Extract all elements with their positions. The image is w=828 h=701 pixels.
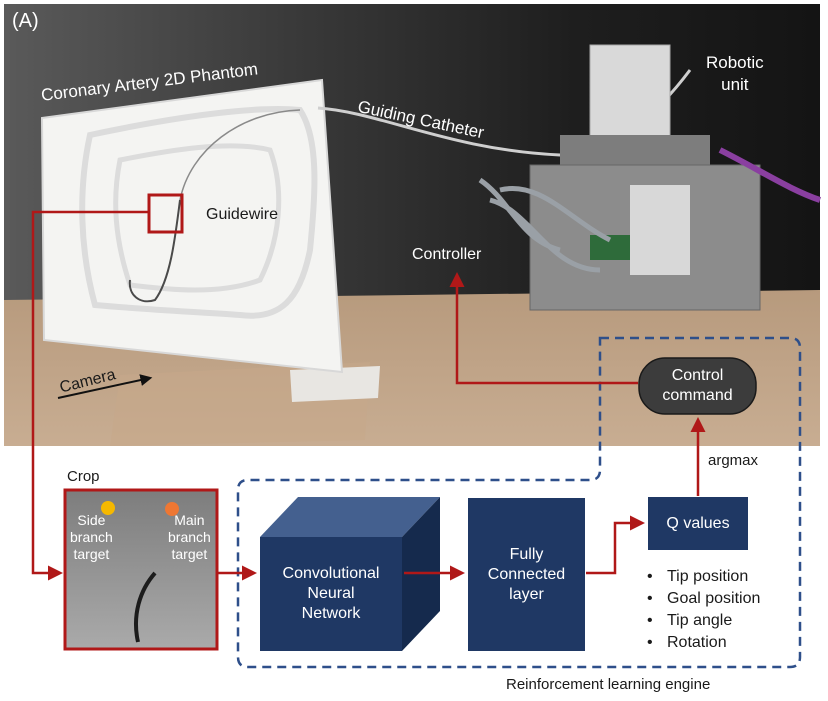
side-branch-target-dot — [101, 501, 115, 515]
flow-arrows — [31, 210, 706, 581]
argmax-label: argmax — [708, 452, 759, 469]
crop-image — [63, 488, 219, 651]
camera-direction-arrow — [57, 374, 153, 399]
fc-to-q-arrow — [586, 515, 645, 575]
q-values-box — [648, 497, 748, 550]
state-item: Goal position — [643, 588, 760, 610]
cnn-label: Convolutional Neural Network — [282, 565, 380, 622]
control-command-text: Control command — [662, 367, 733, 404]
rl-engine-label: Reinforcement learning engine — [506, 676, 711, 693]
controller-label: Controller — [412, 246, 482, 263]
robotic-unit-label: Robotic unit — [706, 53, 764, 94]
state-item: Tip position — [643, 566, 760, 588]
main-branch-target-label: Main branch target — [168, 512, 211, 562]
phantom-plate — [40, 78, 344, 374]
state-list: Tip position Goal position Tip angle Rot… — [643, 566, 760, 654]
side-branch-target-label: Side branch target — [70, 512, 113, 562]
guidewire-crop-marker — [147, 193, 184, 234]
guidewire-label: Guidewire — [206, 206, 279, 223]
control-command-box — [638, 357, 757, 415]
q-values-label: Q values — [666, 514, 730, 532]
rl-engine-boundary — [236, 336, 802, 669]
main-branch-target-dot — [165, 502, 179, 516]
fc-label: Fully Connected layer — [487, 545, 566, 603]
guidewire-to-crop-arrow — [31, 210, 149, 581]
fully-connected-box — [468, 498, 585, 651]
robotic-unit-device — [478, 44, 821, 311]
state-item: Tip angle — [643, 610, 760, 632]
state-item: Rotation — [643, 632, 760, 654]
panel-label: (A) — [12, 10, 39, 32]
command-to-controller-arrow — [449, 272, 638, 385]
crop-title: Crop — [67, 468, 100, 485]
